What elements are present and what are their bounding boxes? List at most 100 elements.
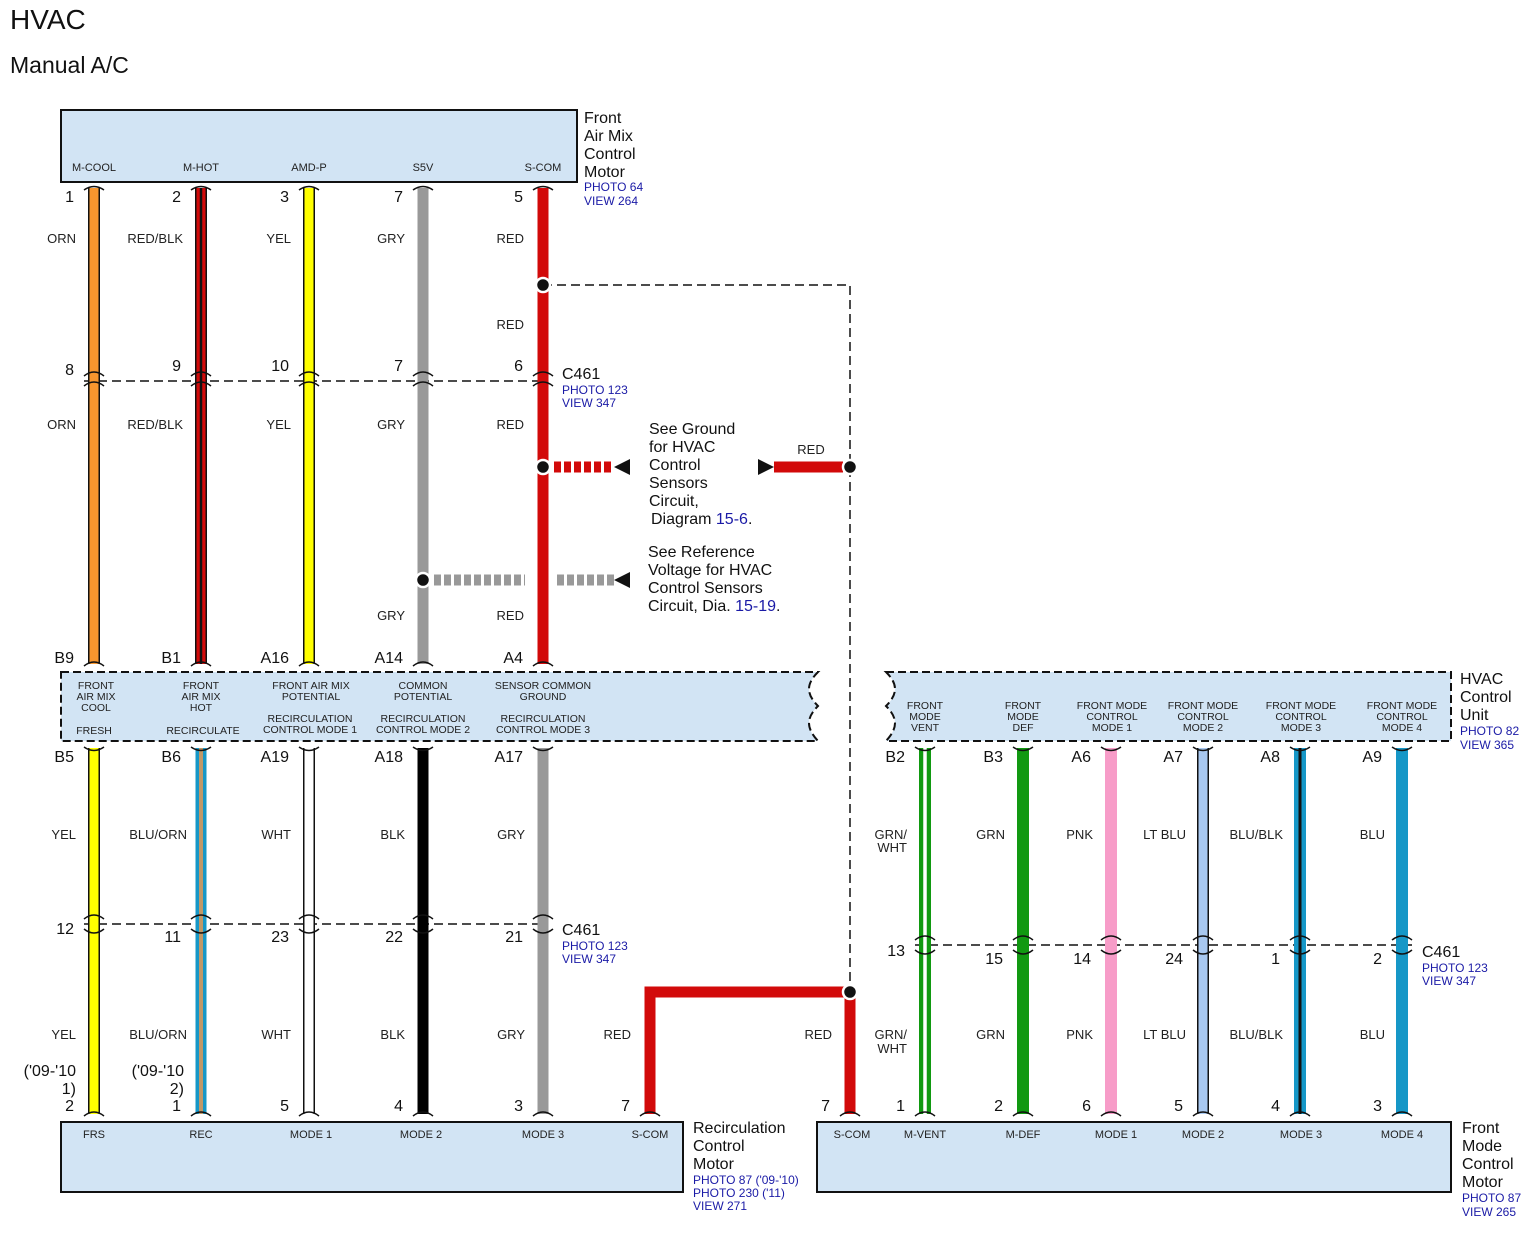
svg-text:M-DEF: M-DEF [1006, 1129, 1041, 1141]
svg-text:WHT: WHT [877, 840, 907, 855]
ground-note: See Ground for HVAC Control Sensors Circ… [649, 421, 752, 528]
svg-text:Recirculation: Recirculation [693, 1120, 785, 1137]
c461-right-label: C461 PHOTO 123 VIEW 347 [1422, 944, 1488, 988]
svg-text:VIEW 271: VIEW 271 [693, 1199, 747, 1213]
svg-text:('09-'10: ('09-'10 [24, 1063, 76, 1080]
svg-text:GRN/: GRN/ [875, 1027, 908, 1042]
svg-text:RED: RED [497, 317, 524, 332]
svg-text:RECIRCULATION: RECIRCULATION [268, 713, 353, 725]
svg-text:FRONT MODE: FRONT MODE [1168, 700, 1238, 712]
svg-text:RED/BLK: RED/BLK [127, 417, 183, 432]
svg-text:FRONT MODE: FRONT MODE [1266, 700, 1336, 712]
svg-text:CONTROL: CONTROL [1177, 711, 1228, 723]
svg-text:A19: A19 [261, 749, 290, 766]
svg-text:Motor: Motor [693, 1156, 735, 1173]
svg-text:MODE 1: MODE 1 [1092, 722, 1132, 734]
svg-text:A4: A4 [503, 650, 523, 667]
svg-text:B1: B1 [161, 650, 181, 667]
svg-text:BLK: BLK [380, 827, 405, 842]
svg-text:BLU/BLK: BLU/BLK [1230, 1027, 1284, 1042]
svg-text:M-HOT: M-HOT [183, 162, 219, 174]
svg-text:7: 7 [821, 1098, 830, 1115]
svg-text:REC: REC [189, 1129, 212, 1141]
svg-text:MODE: MODE [909, 711, 941, 723]
svg-text:RED: RED [497, 231, 524, 246]
svg-text:Front: Front [584, 110, 622, 127]
svg-text:7: 7 [394, 189, 403, 206]
svg-text:4: 4 [394, 1098, 403, 1115]
svg-text:BLK: BLK [380, 1027, 405, 1042]
svg-text:2: 2 [65, 1098, 74, 1115]
svg-text:23: 23 [271, 929, 289, 946]
svg-text:VIEW 365: VIEW 365 [1460, 738, 1514, 752]
svg-text:BLU/ORN: BLU/ORN [129, 1027, 187, 1042]
svg-text:GROUND: GROUND [520, 691, 567, 703]
svg-text:S-COM: S-COM [525, 162, 562, 174]
reference-diagram-link[interactable]: 15-19 [735, 598, 776, 615]
svg-text:A9: A9 [1362, 749, 1382, 766]
hvac-unit-bottom-functions: FRESH RECIRCULATE RECIRCULATION CONTROL … [76, 713, 590, 737]
svg-text:12: 12 [56, 921, 74, 938]
svg-text:YEL: YEL [266, 231, 291, 246]
svg-text:2: 2 [994, 1098, 1003, 1115]
svg-text:BLU/BLK: BLU/BLK [1230, 827, 1284, 842]
svg-text:Mode: Mode [1462, 1138, 1502, 1155]
hvac-unit-top-functions: FRONT AIR MIX COOL FRONT AIR MIX HOT FRO… [76, 680, 591, 714]
svg-text:HVAC: HVAC [1460, 671, 1503, 688]
ground-diagram-link[interactable]: 15-6 [716, 511, 748, 528]
svg-text:PNK: PNK [1066, 1027, 1093, 1042]
svg-text:MODE 4: MODE 4 [1382, 722, 1422, 734]
svg-text:7: 7 [394, 358, 403, 375]
svg-text:GRY: GRY [497, 827, 525, 842]
svg-text:11: 11 [164, 929, 181, 946]
svg-text:FRONT: FRONT [1005, 700, 1042, 712]
svg-text:Unit: Unit [1460, 707, 1489, 724]
svg-text:Voltage for HVAC: Voltage for HVAC [648, 562, 772, 579]
svg-text:YEL: YEL [51, 827, 76, 842]
svg-text:RED: RED [497, 417, 524, 432]
svg-text:6: 6 [1082, 1098, 1091, 1115]
ground-branch-arrow-right [758, 459, 774, 475]
air-mix-motor-box [60, 109, 578, 183]
svg-text:Control: Control [1460, 689, 1512, 706]
svg-text:9: 9 [172, 358, 181, 375]
svg-text:2): 2) [170, 1081, 184, 1098]
svg-text:RECIRCULATION: RECIRCULATION [381, 713, 466, 725]
svg-text:AIR MIX: AIR MIX [181, 691, 220, 703]
svg-text:SENSOR COMMON: SENSOR COMMON [495, 680, 591, 692]
svg-text:M-COOL: M-COOL [72, 162, 116, 174]
svg-text:MODE 3: MODE 3 [1280, 1129, 1322, 1141]
svg-text:FRONT MODE: FRONT MODE [1367, 700, 1437, 712]
svg-text:MODE 4: MODE 4 [1381, 1129, 1423, 1141]
svg-text:See Reference: See Reference [648, 544, 755, 561]
svg-text:A17: A17 [495, 749, 524, 766]
svg-text:PHOTO 87 ('09-'10): PHOTO 87 ('09-'10) [693, 1173, 799, 1187]
svg-text:MODE: MODE [1007, 711, 1039, 723]
svg-text:Diagram 15-6.: Diagram 15-6. [651, 511, 752, 528]
svg-text:FRONT: FRONT [183, 680, 220, 692]
reference-voltage-note: See Reference Voltage for HVAC Control S… [648, 544, 781, 615]
svg-text:AIR MIX: AIR MIX [76, 691, 115, 703]
mode-motor-pins: S-COM M-VENT M-DEF MODE 1 MODE 2 MODE 3 … [834, 1129, 1423, 1141]
wire-red-s-com-motors [644, 986, 856, 1114]
svg-text:PHOTO 87: PHOTO 87 [1462, 1191, 1521, 1205]
svg-text:B2: B2 [885, 749, 905, 766]
svg-text:S-COM: S-COM [632, 1129, 669, 1141]
svg-text:A18: A18 [375, 749, 404, 766]
svg-text:MODE 2: MODE 2 [400, 1129, 442, 1141]
svg-text:MODE 3: MODE 3 [1281, 722, 1321, 734]
svg-text:CONTROL: CONTROL [1275, 711, 1326, 723]
svg-text:4: 4 [1271, 1098, 1280, 1115]
svg-text:S5V: S5V [413, 162, 434, 174]
svg-text:ORN: ORN [47, 231, 76, 246]
svg-text:CONTROL MODE 2: CONTROL MODE 2 [376, 724, 470, 736]
svg-text:VENT: VENT [911, 722, 940, 734]
svg-text:MODE 3: MODE 3 [522, 1129, 564, 1141]
svg-text:BLU: BLU [1360, 827, 1385, 842]
svg-text:B6: B6 [161, 749, 181, 766]
svg-text:2: 2 [172, 189, 181, 206]
svg-text:YEL: YEL [266, 417, 291, 432]
svg-text:5: 5 [280, 1098, 289, 1115]
svg-text:M-VENT: M-VENT [904, 1129, 946, 1141]
svg-text:5: 5 [1174, 1098, 1183, 1115]
